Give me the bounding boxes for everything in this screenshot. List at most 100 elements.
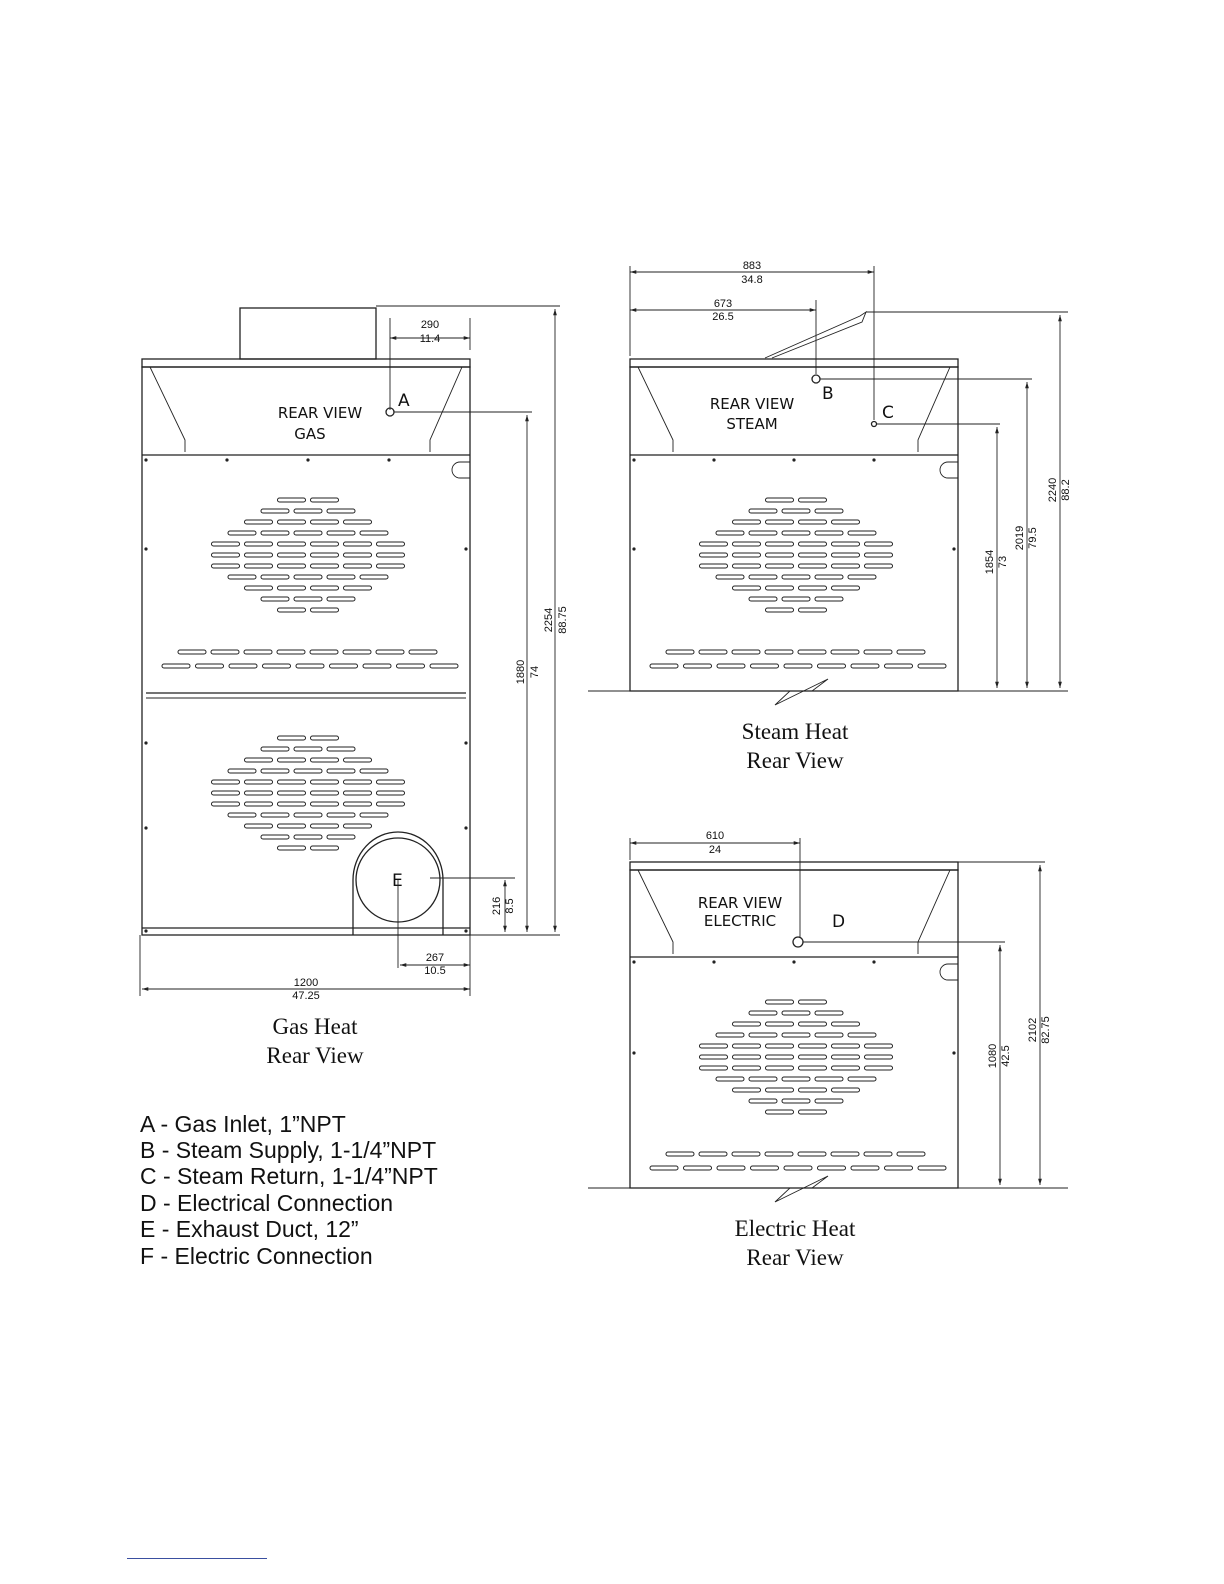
vent-slot [831,563,860,569]
vent-slot [310,585,339,591]
vent-slot [765,585,794,591]
steam-rivets [632,458,956,551]
gas-heat-view: A REAR VIEW GAS E 290 11.4 1880 74 2254 … [139,305,569,1068]
vent-slot [732,563,761,569]
electric-inner-label-1: REAR VIEW [698,894,783,912]
vent-slot [781,1010,811,1016]
vent-slot [326,596,356,602]
steam-dim-b-offset-in: 26.5 [712,311,733,323]
legend-item-b: B - Steam Supply, 1-1/4”NPT [140,1137,436,1163]
vent-slot [748,1098,778,1104]
rivet [632,547,636,551]
louver-slot [295,663,325,669]
gas-vent-top [211,497,405,613]
vent-slot [277,607,306,613]
gas-dim-a-offset-in: 11.4 [420,333,441,345]
louver-slot [665,1151,695,1157]
louver-slot [177,649,207,655]
vent-slot [715,530,745,536]
vent-slot [326,812,356,818]
vent-slot [293,834,323,840]
vent-slot [376,790,405,796]
vent-slot [765,607,794,613]
louver-slot [698,1151,728,1157]
vent-slot [359,574,389,580]
gas-dim-a-offset-mm: 290 [421,319,439,331]
vent-slot [260,596,290,602]
vent-slot [814,530,844,536]
louver-slot [716,1165,746,1171]
louver-slot [683,663,712,669]
steam-inner-label-2: STEAM [726,415,777,433]
vent-slot [227,812,257,818]
gas-dim-a-height-mm: 1880 [515,660,527,684]
rivet [632,960,636,964]
vent-slot [211,541,240,547]
vent-slot [732,1054,761,1060]
vent-slot [310,801,339,807]
vent-slot [293,508,323,514]
electric-dim-d-offset-in: 24 [709,844,721,856]
vent-slot [798,1065,827,1071]
steam-vent [699,497,893,613]
point-c-label: C [882,403,894,423]
vent-slot [260,768,290,774]
gas-caption-line-2: Rear View [266,1043,364,1068]
rivet [632,1051,636,1055]
gas-dim-width-in: 47.25 [292,990,320,1002]
vent-slot [326,834,356,840]
vent-slot [798,541,827,547]
steam-dim-width-mm: 883 [743,260,761,272]
vent-slot [343,790,372,796]
electric-caption-line-2: Rear View [746,1245,844,1270]
vent-slot [343,823,372,829]
rivet [872,960,876,964]
vent-slot [765,1109,794,1115]
vent-slot [847,574,877,580]
gas-hood-lines [149,366,463,452]
vent-slot [343,541,372,547]
vent-slot [211,552,240,558]
vent-slot [847,1076,877,1082]
electric-handle [939,963,958,981]
vent-slot [781,1032,811,1038]
vent-slot [244,552,273,558]
steam-caption-line-2: Rear View [746,748,844,773]
vent-slot [781,530,811,536]
point-d-label: D [832,912,845,932]
vent-slot [277,519,306,525]
vent-slot [798,585,827,591]
vent-slot [310,845,339,851]
vent-slot [732,1065,761,1071]
legend-item-e: E - Exhaust Duct, 12” [140,1216,359,1242]
rivet [144,826,148,830]
vent-slot [244,823,273,829]
steam-dim-b-height-in: 79.5 [1027,527,1039,548]
vent-slot [748,1010,778,1016]
louver-slot [210,649,240,655]
electric-inner-label-2: ELECTRIC [704,912,776,930]
vent-slot [343,757,372,763]
vent-slot [781,574,811,580]
vent-slot [343,519,372,525]
steam-dim-c-height-mm: 1854 [984,550,996,574]
louver-slot [243,649,273,655]
electric-hood-lines [637,869,951,954]
louver-slot [683,1165,712,1171]
vent-slot [244,519,273,525]
vent-slot [376,541,405,547]
vent-slot [326,746,356,752]
vent-slot [732,519,761,525]
steam-dim-total-height-in: 88.2 [1060,479,1072,500]
exhaust-duct-housing [352,831,444,935]
gas-top-cap [141,358,471,368]
rivet [712,960,716,964]
vent-slot [732,1021,761,1027]
vent-slot [310,541,339,547]
vent-slot [359,768,389,774]
rivet [306,458,310,462]
vent-slot [277,735,306,741]
gas-louver-slots [161,649,459,669]
vent-slot [376,563,405,569]
louver-slot [797,649,827,655]
